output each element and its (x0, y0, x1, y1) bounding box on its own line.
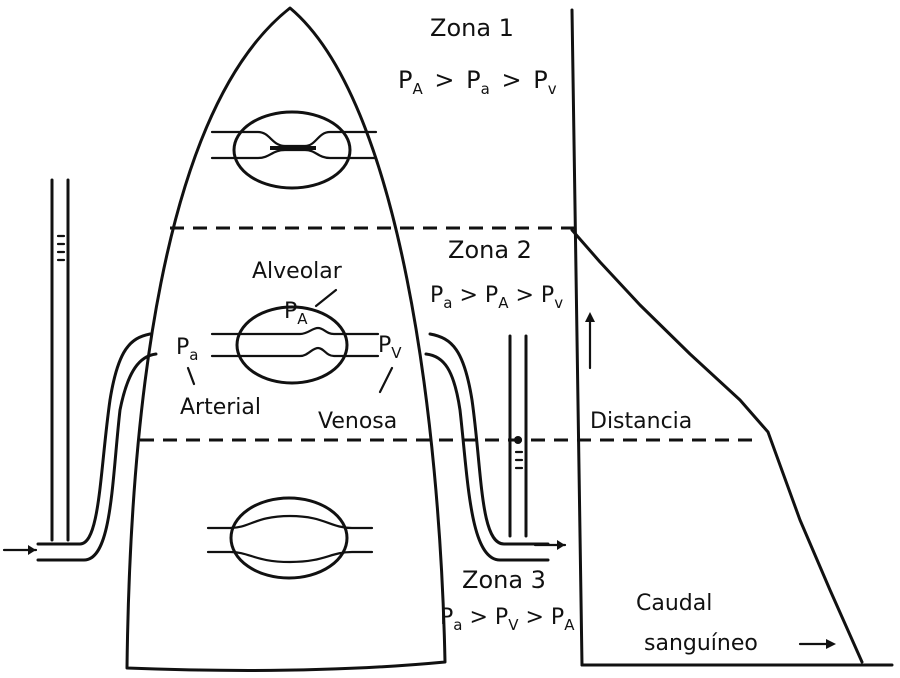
zone1-inequality: PA > Pa > Pv (398, 66, 557, 100)
alveolar-label: Alveolar (252, 259, 343, 284)
flow-label-line2: sanguíneo (644, 631, 758, 656)
zone1-label: Zona 1 (430, 14, 514, 42)
zone3-label: Zona 3 (462, 566, 546, 594)
alveolus-zone3 (206, 496, 374, 580)
alveolus-zone1 (210, 110, 378, 190)
venous-pressure-label: PV (378, 333, 402, 362)
alveolar-leader (314, 288, 338, 308)
venous-leader (378, 366, 394, 394)
flow-curve (570, 228, 864, 664)
zone3-inequality: Pa > PV > PA (440, 605, 575, 636)
arterial-label: Arterial (180, 395, 261, 420)
lung-outline (125, 6, 447, 672)
arterial-pressure-label: Pa (176, 335, 198, 364)
venous-tube (424, 332, 567, 562)
alveolar-pressure-label: PA (284, 299, 308, 328)
zone2-inequality: Pa > PA > Pv (430, 283, 563, 314)
arterial-tube (2, 178, 158, 562)
alveolus-zone2 (210, 305, 380, 385)
flow-graph (570, 8, 894, 667)
arterial-leader (186, 366, 196, 386)
distance-label: Distancia (590, 409, 692, 434)
flow-label-line1: Caudal (636, 591, 712, 616)
venous-label: Venosa (318, 409, 397, 434)
zone2-label: Zona 2 (448, 236, 532, 264)
graph-y-axis (570, 8, 584, 667)
